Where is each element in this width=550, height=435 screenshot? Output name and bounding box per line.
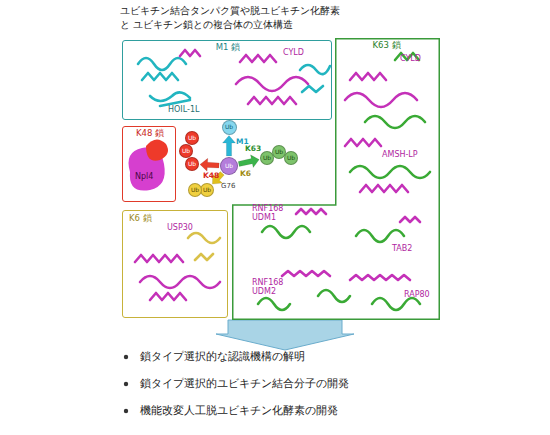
protein-ribbon [248,97,296,104]
ub-text: Ub [188,161,196,167]
ub-circle: Ub [179,144,193,158]
chain-heading: K6 鎖 [129,214,152,224]
ub-text: Ub [225,124,233,130]
bullet-text: 鎖タイプ選択的ユビキチン結合分子の開発 [140,377,349,391]
protein-name: TAB2 [392,244,412,253]
ub-text: Ub [287,155,295,161]
protein-ribbon [345,93,417,107]
protein-ribbon [282,271,330,276]
protein-name: AMSH-LP [382,150,418,159]
ub-circle: Ub [188,183,202,197]
ub-circle: Ub [185,131,199,145]
protein-ribbon [236,77,308,91]
protein-name: RNF168 UDM2 [252,278,288,296]
protein-ribbon [195,254,213,260]
protein-name: USP30 [167,223,193,232]
protein-ribbon [188,233,220,243]
protein-name: Npl4 [135,172,153,181]
protein-ribbon [302,86,323,92]
ub-text: Ub [225,163,233,169]
chain-box: K48 鎖 Npl4 [122,126,176,202]
bullet-text: 鎖タイプ選択的な認識機構の解明 [140,350,305,364]
linkage-label: K48 [203,172,219,180]
protein-ribbon [150,293,186,300]
protein-name: HOIL-1L [168,105,199,114]
protein-ribbon [180,50,200,56]
bullet [124,355,128,359]
chain-heading: K63 鎖 [335,41,438,51]
protein-ribbon [372,298,420,310]
ub-circle: Ub [220,157,238,175]
l-shaped-outline [232,38,440,320]
protein-name: RAP80 [404,290,430,299]
ub-text: Ub [182,148,190,154]
box-outline [233,39,440,320]
ub-circle: Ub [284,151,298,165]
bullet [124,382,128,386]
protein-ribbon [360,185,408,192]
protein-name: CYLD [400,54,421,63]
bullet [124,409,128,413]
protein-ribbon [240,55,276,62]
ub-text: Ub [191,187,199,193]
protein-ribbon [150,92,190,101]
ub-text: Ub [263,155,271,161]
protein-ribbon [318,290,350,302]
protein-ribbon [400,217,420,222]
title-text: ユビキチン結合タンパク質や脱ユビキチン化酵素と ユビキチン鎖との複合体の立体構造 [120,4,346,32]
protein-ribbon [258,298,290,310]
linkage-label: K63 [245,145,261,153]
chain-arrow [200,158,219,171]
chain-box: M1 鎖HOIL-1LCYLD [122,40,332,120]
residue-label: G76 [221,182,235,191]
protein-ribbon [300,65,330,74]
chain-box: K63 鎖 CYLD AMSH-LP RNF168 UDM1TAB2RNF168 UD… [232,38,440,320]
chain-arrow [238,155,259,168]
protein-name: RNF168 UDM1 [252,204,288,222]
protein-ribbon [350,275,410,280]
ub-circle: Ub [185,157,199,171]
ub-text: Ub [203,187,211,193]
protein-structures [135,50,430,310]
chain-heading: K48 鎖 [123,129,177,139]
ubiquitin-blob [146,139,168,160]
linkage-label: K6 [240,170,251,178]
protein-ribbon [140,276,220,288]
protein-ribbon [142,73,178,80]
protein-ribbon [138,58,186,70]
chain-box: K6 鎖 USP30 [122,210,228,318]
protein-ribbon [135,255,183,262]
protein-ribbon [296,209,326,214]
ub-text: Ub [275,149,283,155]
protein-ribbon [350,166,430,178]
ub-text: Ub [188,135,196,141]
protein-ribbon [262,226,310,238]
ub-circle: Ub [200,183,214,197]
protein-name: CYLD [283,48,304,57]
ub-circle: Ub [222,120,237,135]
protein-ribbon [350,73,386,80]
protein-ribbon [356,230,404,242]
down-arrow [216,320,354,350]
protein-ribbon [345,139,381,146]
protein-ribbon [365,116,425,128]
bullet-text: 機能改変人工脱ユビキチン化酵素の開発 [140,404,338,418]
chain-arrow [223,136,236,157]
